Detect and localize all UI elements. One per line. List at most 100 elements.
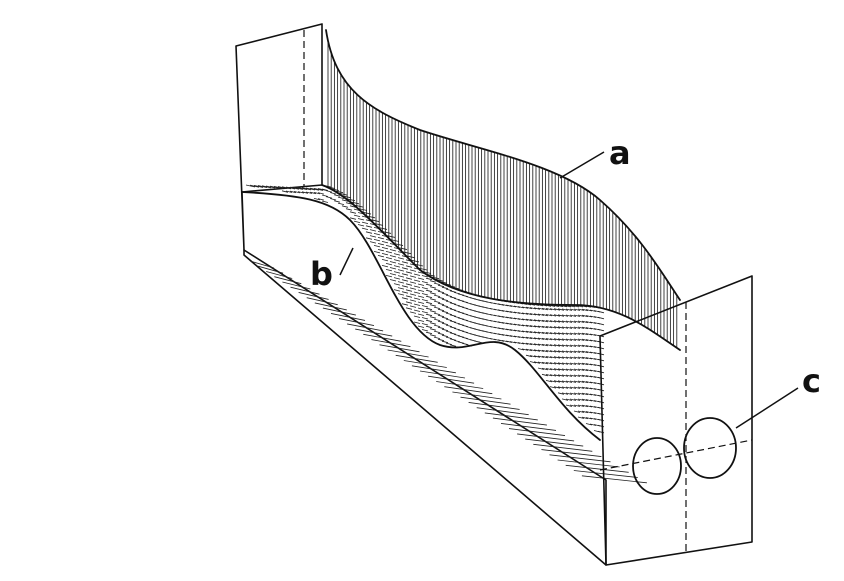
lower-hatch-line	[597, 316, 605, 320]
lower-hatch-line	[429, 280, 437, 283]
lower-hatch-line	[589, 375, 597, 378]
lower-hatch-line	[533, 313, 541, 316]
lower-hatch-line	[449, 320, 457, 323]
lower-hatch-line	[565, 314, 573, 317]
lower-hatch-line	[589, 399, 597, 402]
lower-hatch-line	[569, 386, 577, 389]
floor-hatch-line	[282, 281, 311, 290]
lower-hatch-line	[569, 362, 577, 365]
lower-hatch-line	[293, 190, 301, 194]
lower-hatch-line	[321, 200, 329, 203]
lower-hatch-line	[413, 273, 421, 276]
lower-hatch-line	[581, 326, 589, 330]
lower-hatch-line	[585, 387, 593, 390]
floor-hatch-line	[403, 360, 447, 368]
lower-hatch-line	[413, 309, 421, 312]
lower-hatch-line	[569, 314, 577, 317]
floor-slab	[243, 249, 647, 566]
lower-hatch-line	[405, 289, 413, 292]
lower-hatch-line	[413, 297, 421, 300]
lower-hatch-line	[337, 202, 345, 206]
lower-hatch-line	[405, 265, 413, 268]
lower-hatch-line	[249, 184, 260, 188]
lower-hatch-line	[557, 374, 565, 377]
lower-hatch-line	[269, 185, 280, 189]
lower-hatch-line	[577, 350, 585, 353]
lower-hatch-line	[397, 281, 405, 284]
lower-hatch-line	[577, 314, 585, 317]
lower-hatch-line	[589, 357, 597, 360]
floor-hatch-line	[330, 312, 366, 321]
lower-hatch-line	[301, 191, 309, 194]
lower-hatch-line	[589, 363, 597, 366]
lower-hatch-line	[581, 380, 589, 384]
lower-hatch-line	[441, 316, 449, 320]
lower-hatch-line	[449, 338, 457, 341]
lower-hatch-line	[389, 267, 397, 270]
lower-hatch-line	[385, 262, 393, 266]
lower-hatch-line	[369, 241, 377, 244]
lower-hatch-line	[569, 350, 577, 353]
lower-hatch-line	[409, 275, 417, 278]
lower-hatch-line	[557, 332, 565, 335]
lower-hatch-line	[597, 328, 605, 332]
lower-hatch-line	[557, 338, 565, 341]
lower-hatch-line	[425, 277, 433, 281]
lower-hatch-line	[257, 185, 268, 189]
lower-hatch-line	[405, 271, 413, 274]
lower-hatch-line	[321, 188, 329, 191]
lower-hatch-line	[413, 315, 421, 318]
lower-hatch-line	[309, 191, 317, 195]
lower-hatch-line	[365, 225, 373, 228]
lower-hatch-line	[581, 398, 589, 402]
lower-hatch-line	[505, 340, 513, 343]
lower-hatch-line	[581, 392, 589, 396]
lower-hatch-line	[565, 308, 573, 311]
lower-hatch-line	[589, 315, 597, 318]
lower-hatch-line	[313, 197, 321, 201]
lower-hatch-line	[581, 344, 589, 348]
cross-section-ring-right	[683, 417, 737, 479]
lower-hatch-line	[569, 320, 577, 323]
lower-hatch-line	[573, 362, 581, 365]
lower-hatch-line	[281, 186, 292, 190]
lower-hatch-line	[585, 351, 593, 354]
floor-hatch-line	[379, 344, 420, 353]
lower-hatch-line	[557, 392, 565, 395]
lower-hatch-line	[577, 362, 585, 365]
lower-hatch-line	[361, 227, 369, 231]
lower-hatch-line	[541, 355, 549, 359]
leader-b	[339, 247, 354, 276]
lower-hatch-line	[585, 345, 593, 348]
lower-hatch-line	[581, 314, 589, 318]
lower-hatch-line	[393, 265, 401, 268]
lower-hatch-line	[533, 307, 541, 310]
lower-hatch-line	[413, 291, 421, 294]
lower-hatch-line	[433, 300, 441, 304]
lower-hatch-line	[549, 368, 557, 371]
lower-hatch-line	[517, 330, 525, 333]
lower-hatch-line	[285, 190, 293, 193]
lower-hatch-line	[565, 392, 573, 395]
lower-hatch-line	[373, 238, 381, 242]
lower-hatch-line	[445, 324, 453, 328]
lower-hatch-line	[553, 332, 561, 335]
lower-hatch-line	[449, 326, 457, 329]
floor-hatch-line	[557, 459, 620, 468]
lower-hatch-line	[401, 261, 409, 264]
lower-hatch-line	[557, 386, 565, 389]
lower-hatch-line	[417, 301, 425, 304]
lower-hatch-line	[521, 336, 529, 339]
lower-hatch-line	[553, 320, 561, 323]
lower-hatch-line	[585, 417, 593, 420]
lower-hatch-line	[533, 355, 541, 358]
lower-hatch-line	[569, 344, 577, 347]
lower-hatch-line	[597, 310, 605, 314]
lower-hatch-line	[545, 331, 553, 335]
lower-hatch-line	[513, 317, 521, 320]
lower-hatch-line	[377, 242, 385, 246]
lower-hatch-line	[577, 320, 585, 323]
lower-hatch-line	[505, 322, 513, 325]
lower-hatch-line	[425, 319, 433, 323]
floor-hatch-line	[257, 265, 284, 274]
